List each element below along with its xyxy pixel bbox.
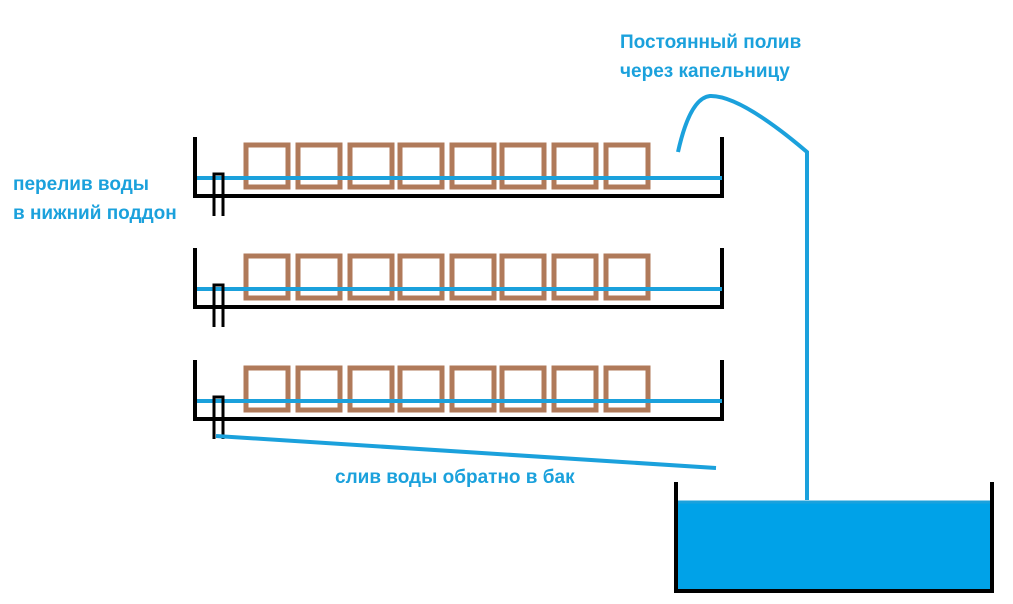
pot (295, 142, 343, 190)
pot (551, 142, 599, 190)
pot (347, 365, 395, 413)
pot (397, 253, 445, 301)
tank-water (678, 502, 990, 590)
pot (603, 253, 651, 301)
tray-1 (193, 137, 724, 216)
drip-label-line2: через капельницу (620, 61, 790, 82)
pot (397, 142, 445, 190)
pot (449, 365, 497, 413)
pot (347, 253, 395, 301)
drain-label: слив воды обратно в бак (335, 467, 575, 488)
pot (449, 142, 497, 190)
overflow-pipe (212, 172, 225, 216)
pot (499, 142, 547, 190)
pot (295, 365, 343, 413)
overflow-pipe (212, 395, 225, 439)
tray-body (193, 248, 724, 309)
pot (499, 365, 547, 413)
pot (243, 365, 291, 413)
tank-walls (674, 482, 994, 593)
overflow-pipe (212, 283, 225, 327)
pot (603, 365, 651, 413)
drain-pipe (215, 434, 717, 470)
pot (603, 142, 651, 190)
overflow-label-line2: в нижний поддон (13, 203, 177, 224)
pot (397, 365, 445, 413)
pot (499, 253, 547, 301)
pot (295, 253, 343, 301)
drip-pipe (676, 93, 809, 500)
pot (347, 142, 395, 190)
pot (551, 253, 599, 301)
overflow-label-line1: перелив воды (13, 174, 149, 195)
tray-2 (193, 248, 724, 327)
pot (243, 253, 291, 301)
pot (551, 365, 599, 413)
tray-3 (193, 360, 724, 439)
drip-label-line1: Постоянный полив (620, 32, 801, 53)
tray-body (193, 360, 724, 421)
trays-group (193, 137, 724, 439)
pot (449, 253, 497, 301)
tray-body (193, 137, 724, 198)
pot (243, 142, 291, 190)
